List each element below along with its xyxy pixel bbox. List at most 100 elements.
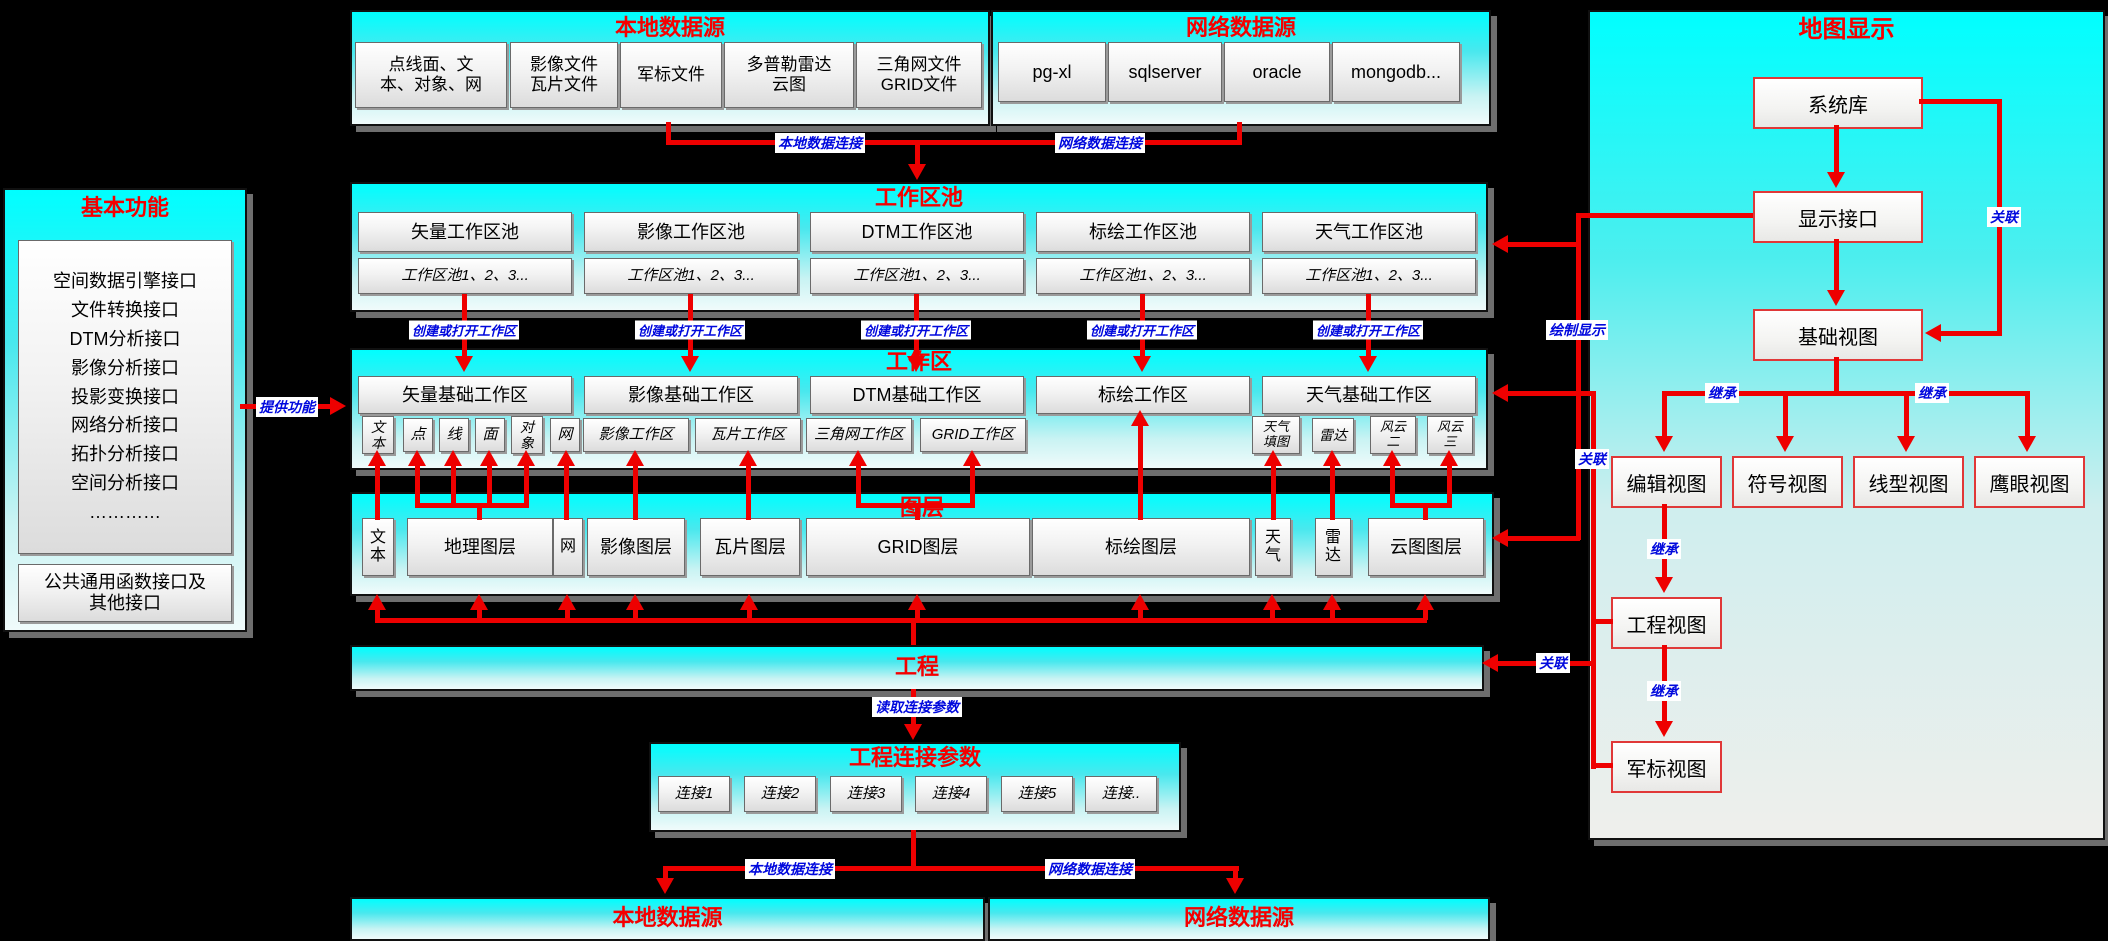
- bottom-network-datasource: 网络数据源: [988, 897, 1490, 941]
- node-conn2: 连接2: [744, 776, 816, 812]
- node-base-view: 基础视图: [1753, 309, 1923, 361]
- node-ws-object: 对 象: [511, 416, 543, 454]
- red-line: [1834, 357, 1839, 393]
- red-line: [1423, 503, 1428, 520]
- node-vector-files: 点线面、文 本、对象、网: [355, 42, 507, 108]
- node-weather-base-ws: 天气基础工作区: [1262, 376, 1476, 414]
- arrowhead-down: [1827, 172, 1845, 188]
- node-linetype-view: 线型视图: [1853, 456, 1964, 508]
- arrowhead-up: [739, 450, 757, 466]
- node-image-tile-files: 影像文件 瓦片文件: [510, 42, 618, 108]
- node-mongodb: mongodb...: [1332, 42, 1460, 102]
- node-eagleeye-view: 鹰眼视图: [1974, 456, 2085, 508]
- node-pool-instances-1: 工作区池1、2、3...: [358, 258, 572, 294]
- red-line: [1237, 122, 1242, 142]
- label-inherit-project: 继承: [1647, 539, 1681, 559]
- red-line: [415, 503, 528, 508]
- arrowhead-up: [626, 594, 644, 610]
- red-line: [477, 608, 482, 620]
- arrowhead-up: [368, 450, 386, 466]
- red-line: [1330, 464, 1335, 520]
- arrowhead-left: [1492, 529, 1508, 547]
- red-line: [1270, 608, 1275, 620]
- node-pool-instances-5: 工作区池1、2、3...: [1262, 258, 1476, 294]
- arrowhead-left: [1925, 324, 1941, 342]
- project-title: 工程: [894, 654, 939, 679]
- node-layer-network: 网: [553, 518, 583, 576]
- node-doppler-radar-files: 多普勒雷达 云图: [724, 42, 854, 108]
- red-line: [477, 503, 482, 520]
- label-local-conn-top: 本地数据连接: [775, 133, 865, 153]
- label-assoc-views: 关联: [1575, 449, 1609, 469]
- arrowhead-up: [1131, 410, 1149, 426]
- red-line: [633, 464, 638, 520]
- red-line: [1941, 331, 2002, 336]
- node-ws-radar: 雷达: [1312, 418, 1354, 452]
- arrowhead-down: [1655, 436, 1673, 452]
- label-read-params: 读取连接参数: [872, 697, 962, 717]
- node-dtm-base-ws: DTM基础工作区: [810, 376, 1024, 414]
- red-line: [856, 466, 861, 508]
- workspace-pool-title: 工作区池: [874, 185, 963, 210]
- arrowhead-down: [1133, 356, 1151, 372]
- arrowhead-up: [470, 594, 488, 610]
- map-display-title: 地图显示: [1798, 16, 1895, 43]
- node-ws-weather-map: 天气 填图: [1252, 416, 1300, 454]
- conn-params-title: 工程连接参数: [848, 745, 981, 770]
- bottom-network-title: 网络数据源: [1183, 905, 1294, 930]
- label-local-conn-bottom: 本地数据连接: [745, 859, 835, 879]
- layers-title: 图层: [352, 496, 1492, 520]
- node-plot-ws: 标绘工作区: [1036, 376, 1250, 414]
- node-tin-grid-files: 三角网文件 GRID文件: [856, 42, 982, 108]
- node-layer-tile: 瓦片图层: [700, 518, 800, 576]
- arrowhead-down: [455, 356, 473, 372]
- node-oracle: oracle: [1224, 42, 1330, 102]
- red-line: [1783, 391, 1788, 436]
- red-line: [564, 464, 569, 520]
- arrowhead-up: [1323, 450, 1341, 466]
- node-layer-weather: 天 气: [1255, 518, 1291, 576]
- red-line: [375, 464, 380, 520]
- label-net-conn-bottom: 网络数据连接: [1045, 859, 1135, 879]
- red-line: [1233, 866, 1238, 880]
- top-network-datasource-title: 网络数据源: [1185, 15, 1296, 40]
- red-line: [375, 618, 1427, 623]
- arrowhead-up: [444, 450, 462, 466]
- node-pool-instances-2: 工作区池1、2、3...: [584, 258, 798, 294]
- arrowhead-down: [1655, 721, 1673, 737]
- project-bar: 工程: [350, 645, 1484, 691]
- arrowhead-up: [368, 594, 386, 610]
- node-pool-instances-3: 工作区池1、2、3...: [810, 258, 1024, 294]
- red-line: [1390, 503, 1451, 508]
- arrowhead-up: [626, 450, 644, 466]
- arrowhead-down: [908, 164, 926, 180]
- node-ws-grid: GRID工作区: [920, 418, 1026, 452]
- arrowhead-right: [330, 397, 346, 415]
- red-line: [2025, 391, 2030, 436]
- red-line: [1508, 536, 1580, 541]
- arrowhead-up: [908, 594, 926, 610]
- map-display-group: 地图显示: [1588, 10, 2105, 840]
- label-provide: 提供功能: [256, 397, 318, 417]
- red-line: [565, 608, 570, 620]
- basic-functions-title: 基本功能: [80, 195, 169, 220]
- red-line: [1591, 391, 1596, 769]
- node-conn1: 连接1: [658, 776, 730, 812]
- node-display-interface: 显示接口: [1753, 191, 1923, 243]
- node-common-functions: 公共通用函数接口及 其他接口: [18, 564, 232, 622]
- red-line: [663, 866, 1239, 871]
- red-line: [451, 466, 456, 508]
- label-inherit-right: 继承: [1915, 383, 1949, 403]
- node-layer-grid: GRID图层: [806, 518, 1030, 576]
- node-ws-text: 文 本: [362, 416, 394, 454]
- node-dtm-pool: DTM工作区池: [810, 212, 1024, 252]
- label-assoc-project: 关联: [1536, 653, 1570, 673]
- arrowhead-up: [1323, 594, 1341, 610]
- red-line: [666, 122, 671, 142]
- red-line: [1904, 391, 1909, 436]
- node-vector-pool: 矢量工作区池: [358, 212, 572, 252]
- node-ws-tin: 三角网工作区: [806, 418, 912, 452]
- top-local-datasource-title: 本地数据源: [614, 15, 725, 40]
- label-assoc-syslib: 关联: [1987, 207, 2021, 227]
- node-system-library: 系统库: [1753, 77, 1923, 129]
